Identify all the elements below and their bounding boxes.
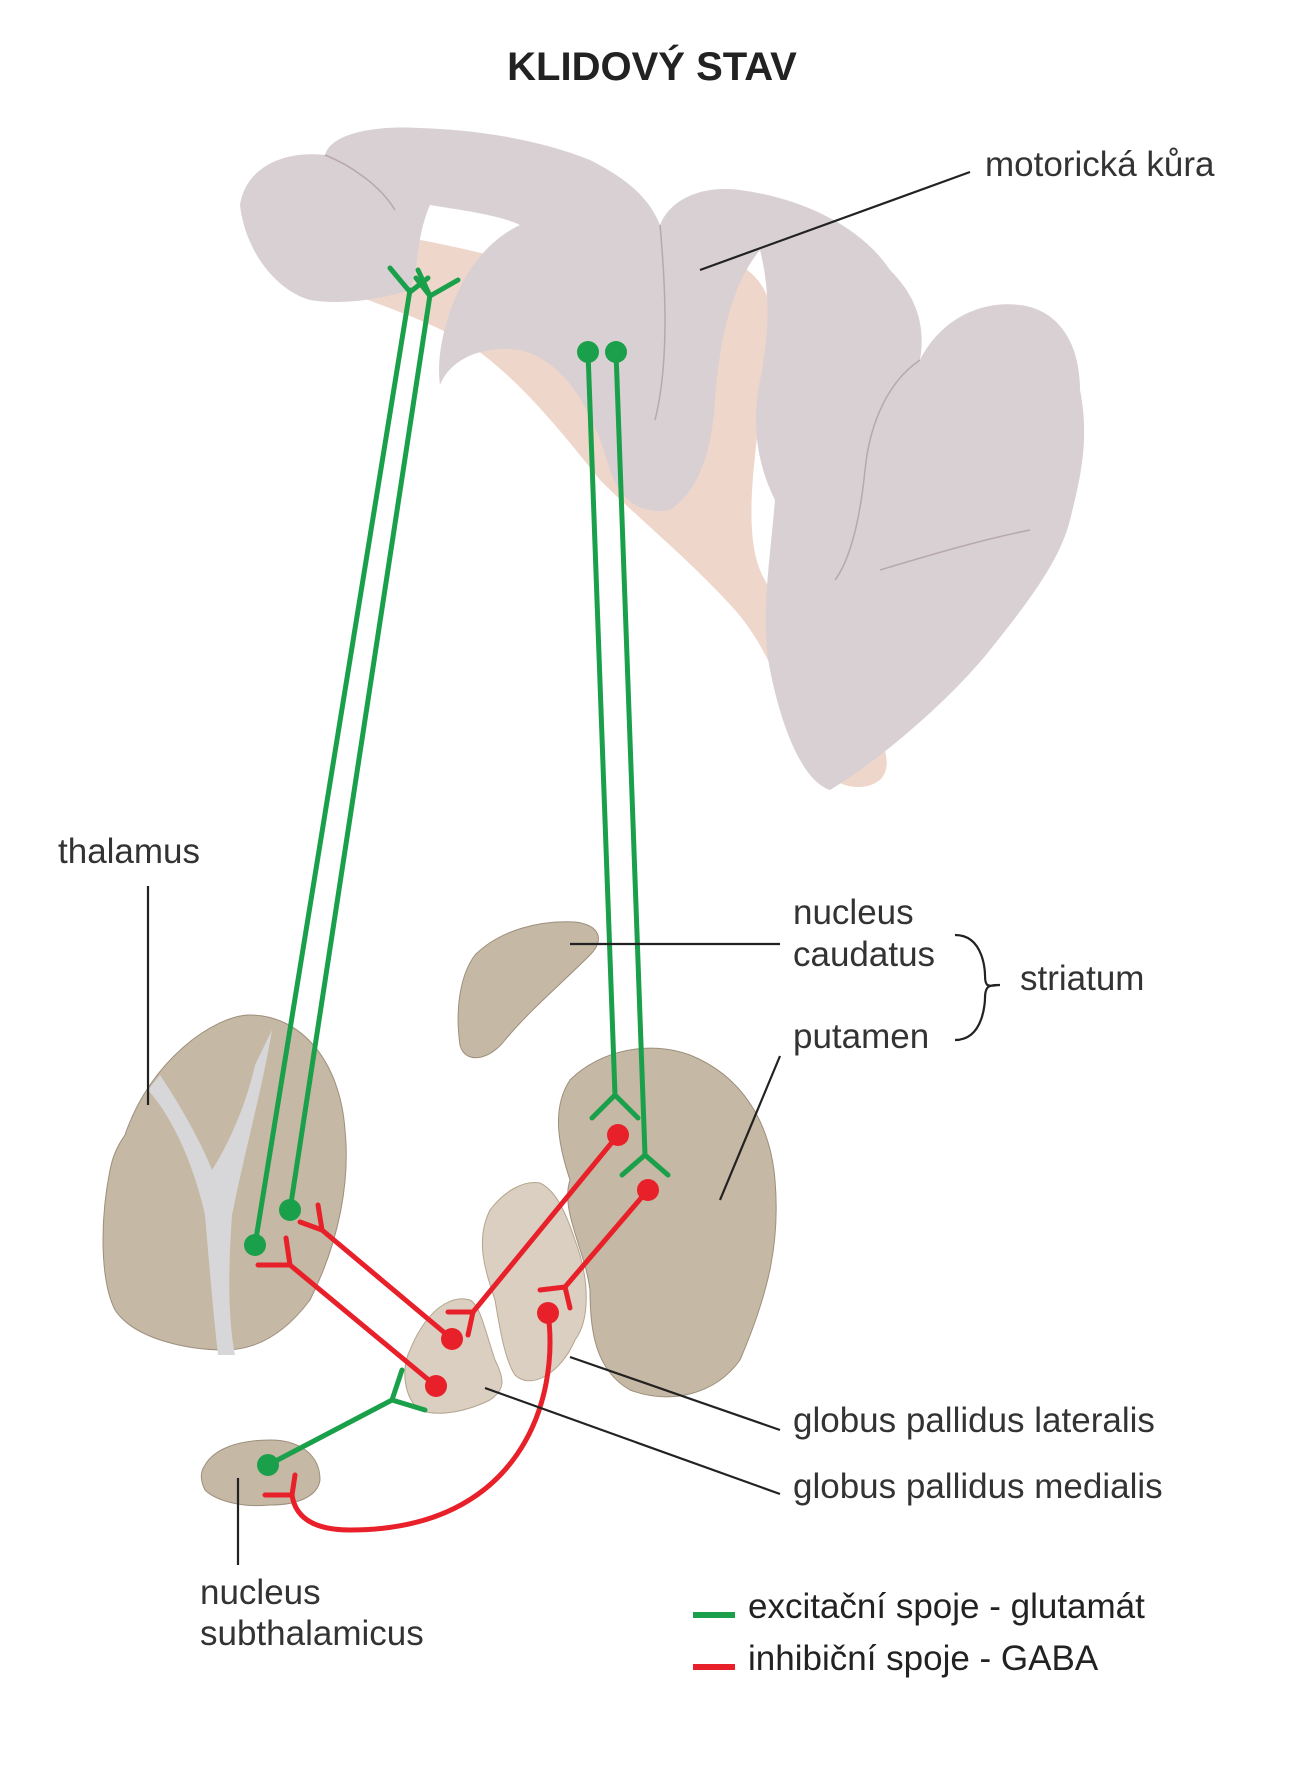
label-stn-line2: subthalamicus xyxy=(200,1614,424,1653)
label-stn-line1: nucleus xyxy=(200,1573,321,1612)
pallidosubthalamic-fiber xyxy=(289,1310,553,1533)
nucleus-caudatus xyxy=(457,921,599,1059)
putamen xyxy=(558,1047,777,1398)
label-striatum: striatum xyxy=(1020,959,1144,998)
gpm-inh-synapse xyxy=(445,1309,476,1338)
leader-gp-lateralis xyxy=(569,1355,781,1432)
label-nucleus-caudatus-line2: caudatus xyxy=(793,935,935,974)
cortex-gray-matter xyxy=(240,127,1085,790)
cortex-synapse-fork-3 xyxy=(415,267,433,299)
inhibitory-pathways xyxy=(255,1124,659,1533)
cortex-sulcus-1 xyxy=(324,154,396,211)
thalamus-neuron-1 xyxy=(244,1234,266,1256)
diagram-title: KLIDOVÝ STAV xyxy=(507,43,797,89)
label-nucleus-caudatus-line1: nucleus xyxy=(793,893,914,932)
globus-pallidus-medialis xyxy=(404,1298,503,1414)
label-motor-cortex: motorická kůra xyxy=(985,145,1215,184)
corticostriatal-fiber-1 xyxy=(585,349,618,1098)
legend: excitační spoje - glutamát inhibiční spo… xyxy=(693,1587,1145,1678)
leader-motor-cortex xyxy=(699,170,971,272)
globus-pallidus-lateralis xyxy=(481,1181,587,1382)
label-thalamus: thalamus xyxy=(58,832,200,871)
leader-gp-medialis xyxy=(484,1386,781,1496)
striatum-brace xyxy=(954,933,1001,1042)
gpl-inh-synapse xyxy=(537,1284,573,1311)
label-gp-lateralis: globus pallidus lateralis xyxy=(793,1401,1155,1440)
motor-cortex xyxy=(240,127,1085,790)
excitatory-pathways xyxy=(244,265,671,1476)
label-putamen: putamen xyxy=(793,1017,929,1056)
label-gp-medialis: globus pallidus medialis xyxy=(793,1467,1163,1506)
cortex-white-matter xyxy=(320,239,887,788)
cortex-sulcus-4 xyxy=(879,529,1031,571)
striatopallidal-fiber-medialis xyxy=(470,1132,621,1315)
thalamus-inh-synapse-1 xyxy=(297,1202,325,1233)
thalamus-inh-synapse-2 xyxy=(255,1235,293,1268)
subthalamopallidal-fiber xyxy=(265,1367,428,1468)
thalamocortical-fiber-2 xyxy=(287,292,433,1213)
pallidothalamic-fiber-2 xyxy=(287,1262,439,1389)
pallidothalamic-fiber-1 xyxy=(319,1227,455,1342)
legend-label-excitatory: excitační spoje - glutamát xyxy=(748,1587,1145,1626)
putamen-synapse-fork-2 xyxy=(619,1152,671,1178)
stn-inh-synapse xyxy=(262,1472,298,1498)
legend-label-inhibitory: inhibiční spoje - GABA xyxy=(748,1639,1099,1678)
internal-capsule xyxy=(148,1030,272,1355)
leader-putamen xyxy=(718,1055,782,1201)
leader-lines xyxy=(146,170,1001,1565)
cortex-sulcus-3 xyxy=(834,359,921,581)
cortex-sulcus-2 xyxy=(654,224,666,421)
striatopallidal-fiber-lateralis xyxy=(562,1187,651,1290)
corticostriatal-fiber-2 xyxy=(613,349,648,1158)
putamen-synapse-fork-1 xyxy=(589,1092,641,1121)
thalamus-neuron-2 xyxy=(279,1199,301,1221)
thalamocortical-fiber-1 xyxy=(252,287,413,1248)
